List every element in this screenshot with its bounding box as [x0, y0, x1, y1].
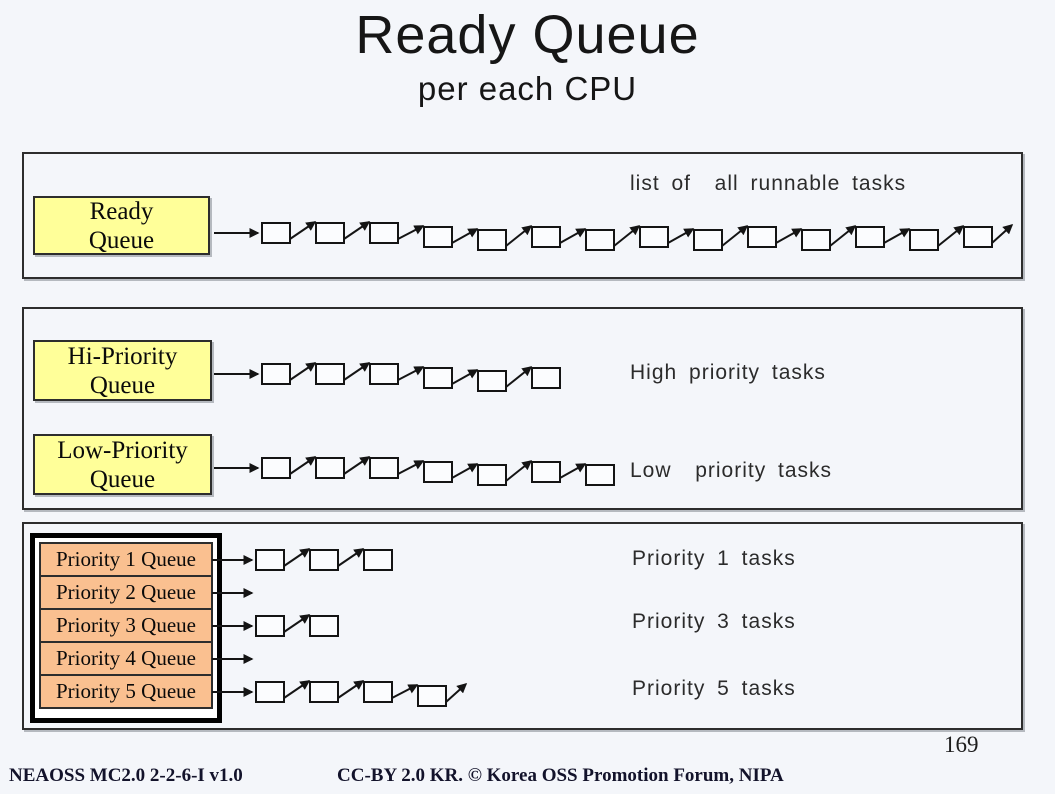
- priority-queue-4-label: Priority 4 Queue: [56, 646, 196, 670]
- slide-subtitle: per each CPU: [417, 70, 638, 107]
- side-label-runnable-tasks: list of all runnable tasks: [630, 172, 907, 195]
- side-label-priority-3-tasks: Priority 3 tasks: [632, 610, 796, 633]
- priority-queue-2-label: Priority 2 Queue: [56, 580, 196, 604]
- task-chain-priority-1: [212, 548, 393, 571]
- low-priority-label-line2: Queue: [89, 465, 156, 493]
- priority-queue-row-5: Priority 5 Queue: [39, 674, 213, 709]
- side-label-low-priority-tasks: Low priority tasks: [630, 459, 833, 482]
- task-chain-low-priority: [214, 456, 615, 486]
- hi-priority-queue-box: Hi-Priority Queue: [33, 340, 212, 401]
- ready-queue-box: Ready Queue: [33, 196, 210, 255]
- side-label-priority-1-tasks: Priority 1 tasks: [632, 547, 796, 570]
- task-chain-priority-5: [212, 680, 468, 707]
- ready-queue-label-line2: Queue: [88, 226, 155, 254]
- task-chain-hi-priority: [214, 362, 561, 392]
- task-chain-ready: [214, 221, 1014, 251]
- low-priority-queue-box: Low-Priority Queue: [33, 434, 212, 495]
- side-label-high-priority-tasks: High priority tasks: [630, 361, 826, 384]
- page-number: 169: [944, 732, 979, 757]
- priority-queue-3-label: Priority 3 Queue: [56, 613, 196, 637]
- task-chain-priority-3: [212, 614, 339, 637]
- low-priority-label-line1: Low-Priority: [57, 436, 188, 464]
- priority-queue-5-label: Priority 5 Queue: [56, 679, 196, 703]
- priority-queue-1-label: Priority 1 Queue: [56, 547, 196, 571]
- priority-queue-row-2: Priority 2 Queue: [39, 575, 213, 610]
- task-chain-priority-2: [212, 588, 254, 598]
- priority-queues-container: Priority 1 Queue Priority 2 Queue Priori…: [30, 533, 222, 723]
- ready-queue-label-line1: Ready: [89, 197, 154, 225]
- hi-priority-label-line2: Queue: [89, 371, 156, 399]
- hi-priority-label-line1: Hi-Priority: [67, 342, 178, 370]
- side-label-priority-5-tasks: Priority 5 tasks: [632, 677, 796, 700]
- priority-queue-row-4: Priority 4 Queue: [39, 641, 213, 676]
- slide-title: Ready Queue: [355, 5, 700, 65]
- priority-queue-row-3: Priority 3 Queue: [39, 608, 213, 643]
- priority-queue-row-1: Priority 1 Queue: [39, 542, 213, 577]
- footer-license: CC-BY 2.0 KR. © Korea OSS Promotion Foru…: [337, 765, 784, 786]
- task-chain-priority-4: [212, 654, 254, 664]
- footer-course-id: NEAOSS MC2.0 2-2-6-I v1.0: [9, 765, 243, 786]
